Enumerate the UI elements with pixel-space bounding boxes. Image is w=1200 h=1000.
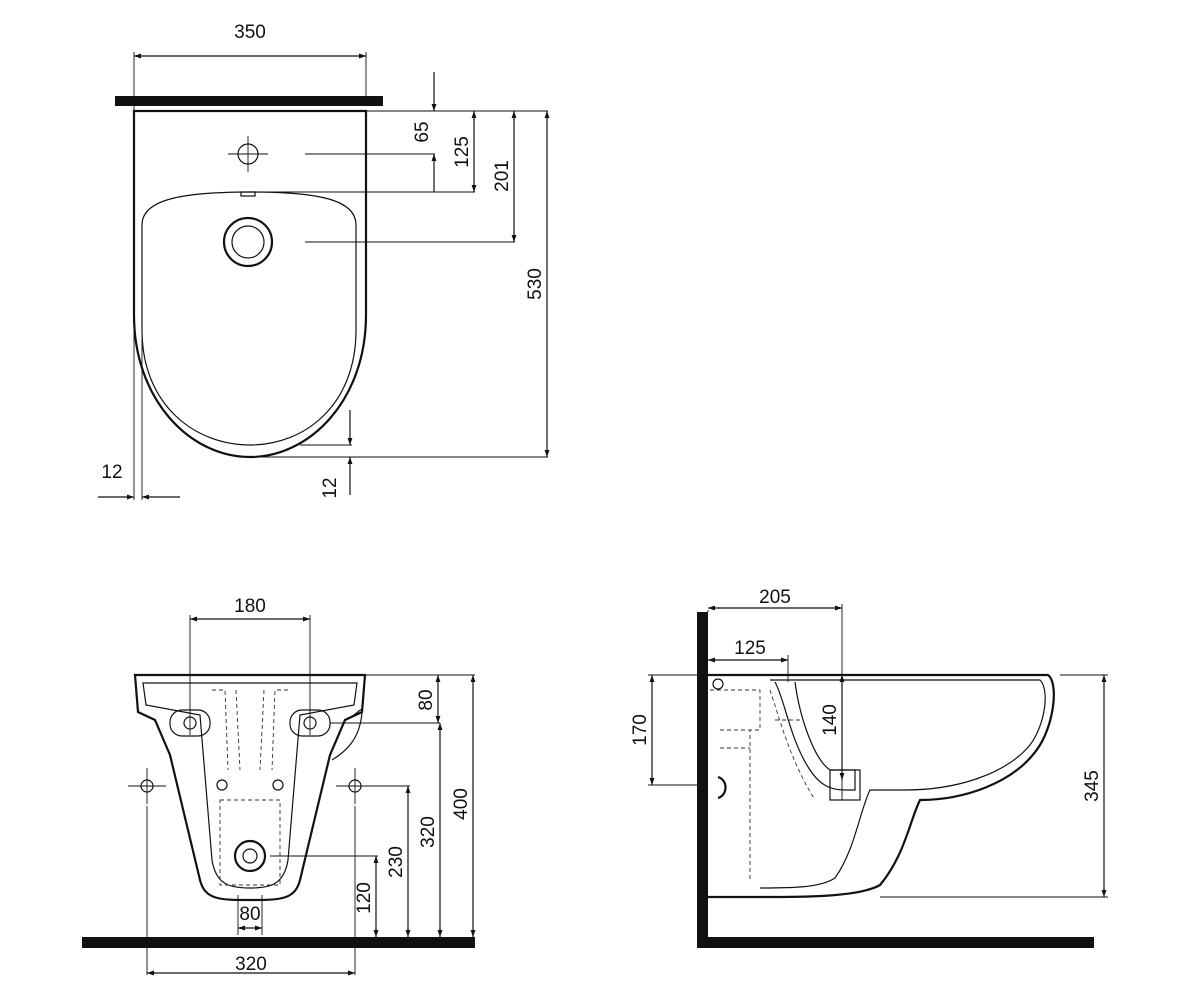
inner-hook-left [216,779,228,791]
side-inlet-hole [712,678,724,690]
front-outlet [233,839,267,873]
dim-overall-height-400: 400 [451,788,472,820]
side-trap-outline [774,681,856,791]
side-trap-block [829,769,861,801]
side-view: 205 125 140 170 345 [630,587,1108,948]
dim-mount-spacing-320: 320 [235,954,267,975]
dim-wall-height-170: 170 [630,714,651,746]
front-view: 180 80 400 320 230 120 80 320 [82,596,476,976]
dim-width-350: 350 [234,22,266,43]
left-mount-hole [128,768,166,804]
inner-hook-right [272,779,284,791]
front-channel-dashed [212,689,288,771]
side-floor-bar [697,937,1094,948]
dim-drain-offset-201: 201 [492,160,513,192]
dim-inlet-height-230: 230 [386,846,407,878]
side-inner-bowl [759,679,1046,889]
side-wall-hook [717,775,727,800]
dim-bowl-height-345: 345 [1082,770,1103,802]
dim-mount-holes-height-320: 320 [418,816,439,848]
front-side-lip [331,708,363,761]
dim-inlet-depth-140: 140 [820,704,841,736]
top-view: 350 65 125 201 530 12 12 [98,22,550,500]
dim-bolt-spacing-180: 180 [234,596,266,617]
side-wall-bar [697,612,708,948]
dim-outlet-width-80: 80 [239,904,260,925]
dim-front-margin-12: 12 [320,477,341,498]
front-inner-outline [142,682,358,889]
front-chamber-dashed [219,799,281,886]
overflow-slot [240,191,256,197]
front-floor-bar [82,937,475,948]
drain-hole [222,216,274,268]
dim-depth-530: 530 [525,268,546,300]
faucet-hole [228,136,268,172]
dim-rim-offset-125: 125 [452,136,473,168]
dim-wall-to-center-205: 205 [759,587,791,608]
top-inner-bowl [141,191,357,446]
side-internal-dashed [710,689,816,880]
dim-outlet-height-120: 120 [354,882,375,914]
top-outer-outline [132,109,368,459]
dim-wall-to-inlet-125: 125 [734,638,766,659]
side-outer-outline [708,673,1055,899]
dim-top-to-bolts-80: 80 [416,689,437,710]
dim-side-margin-12: 12 [101,462,122,483]
top-wall-bar [115,96,383,106]
dim-hole-offset-65: 65 [412,121,433,142]
front-outer-outline [133,673,367,902]
